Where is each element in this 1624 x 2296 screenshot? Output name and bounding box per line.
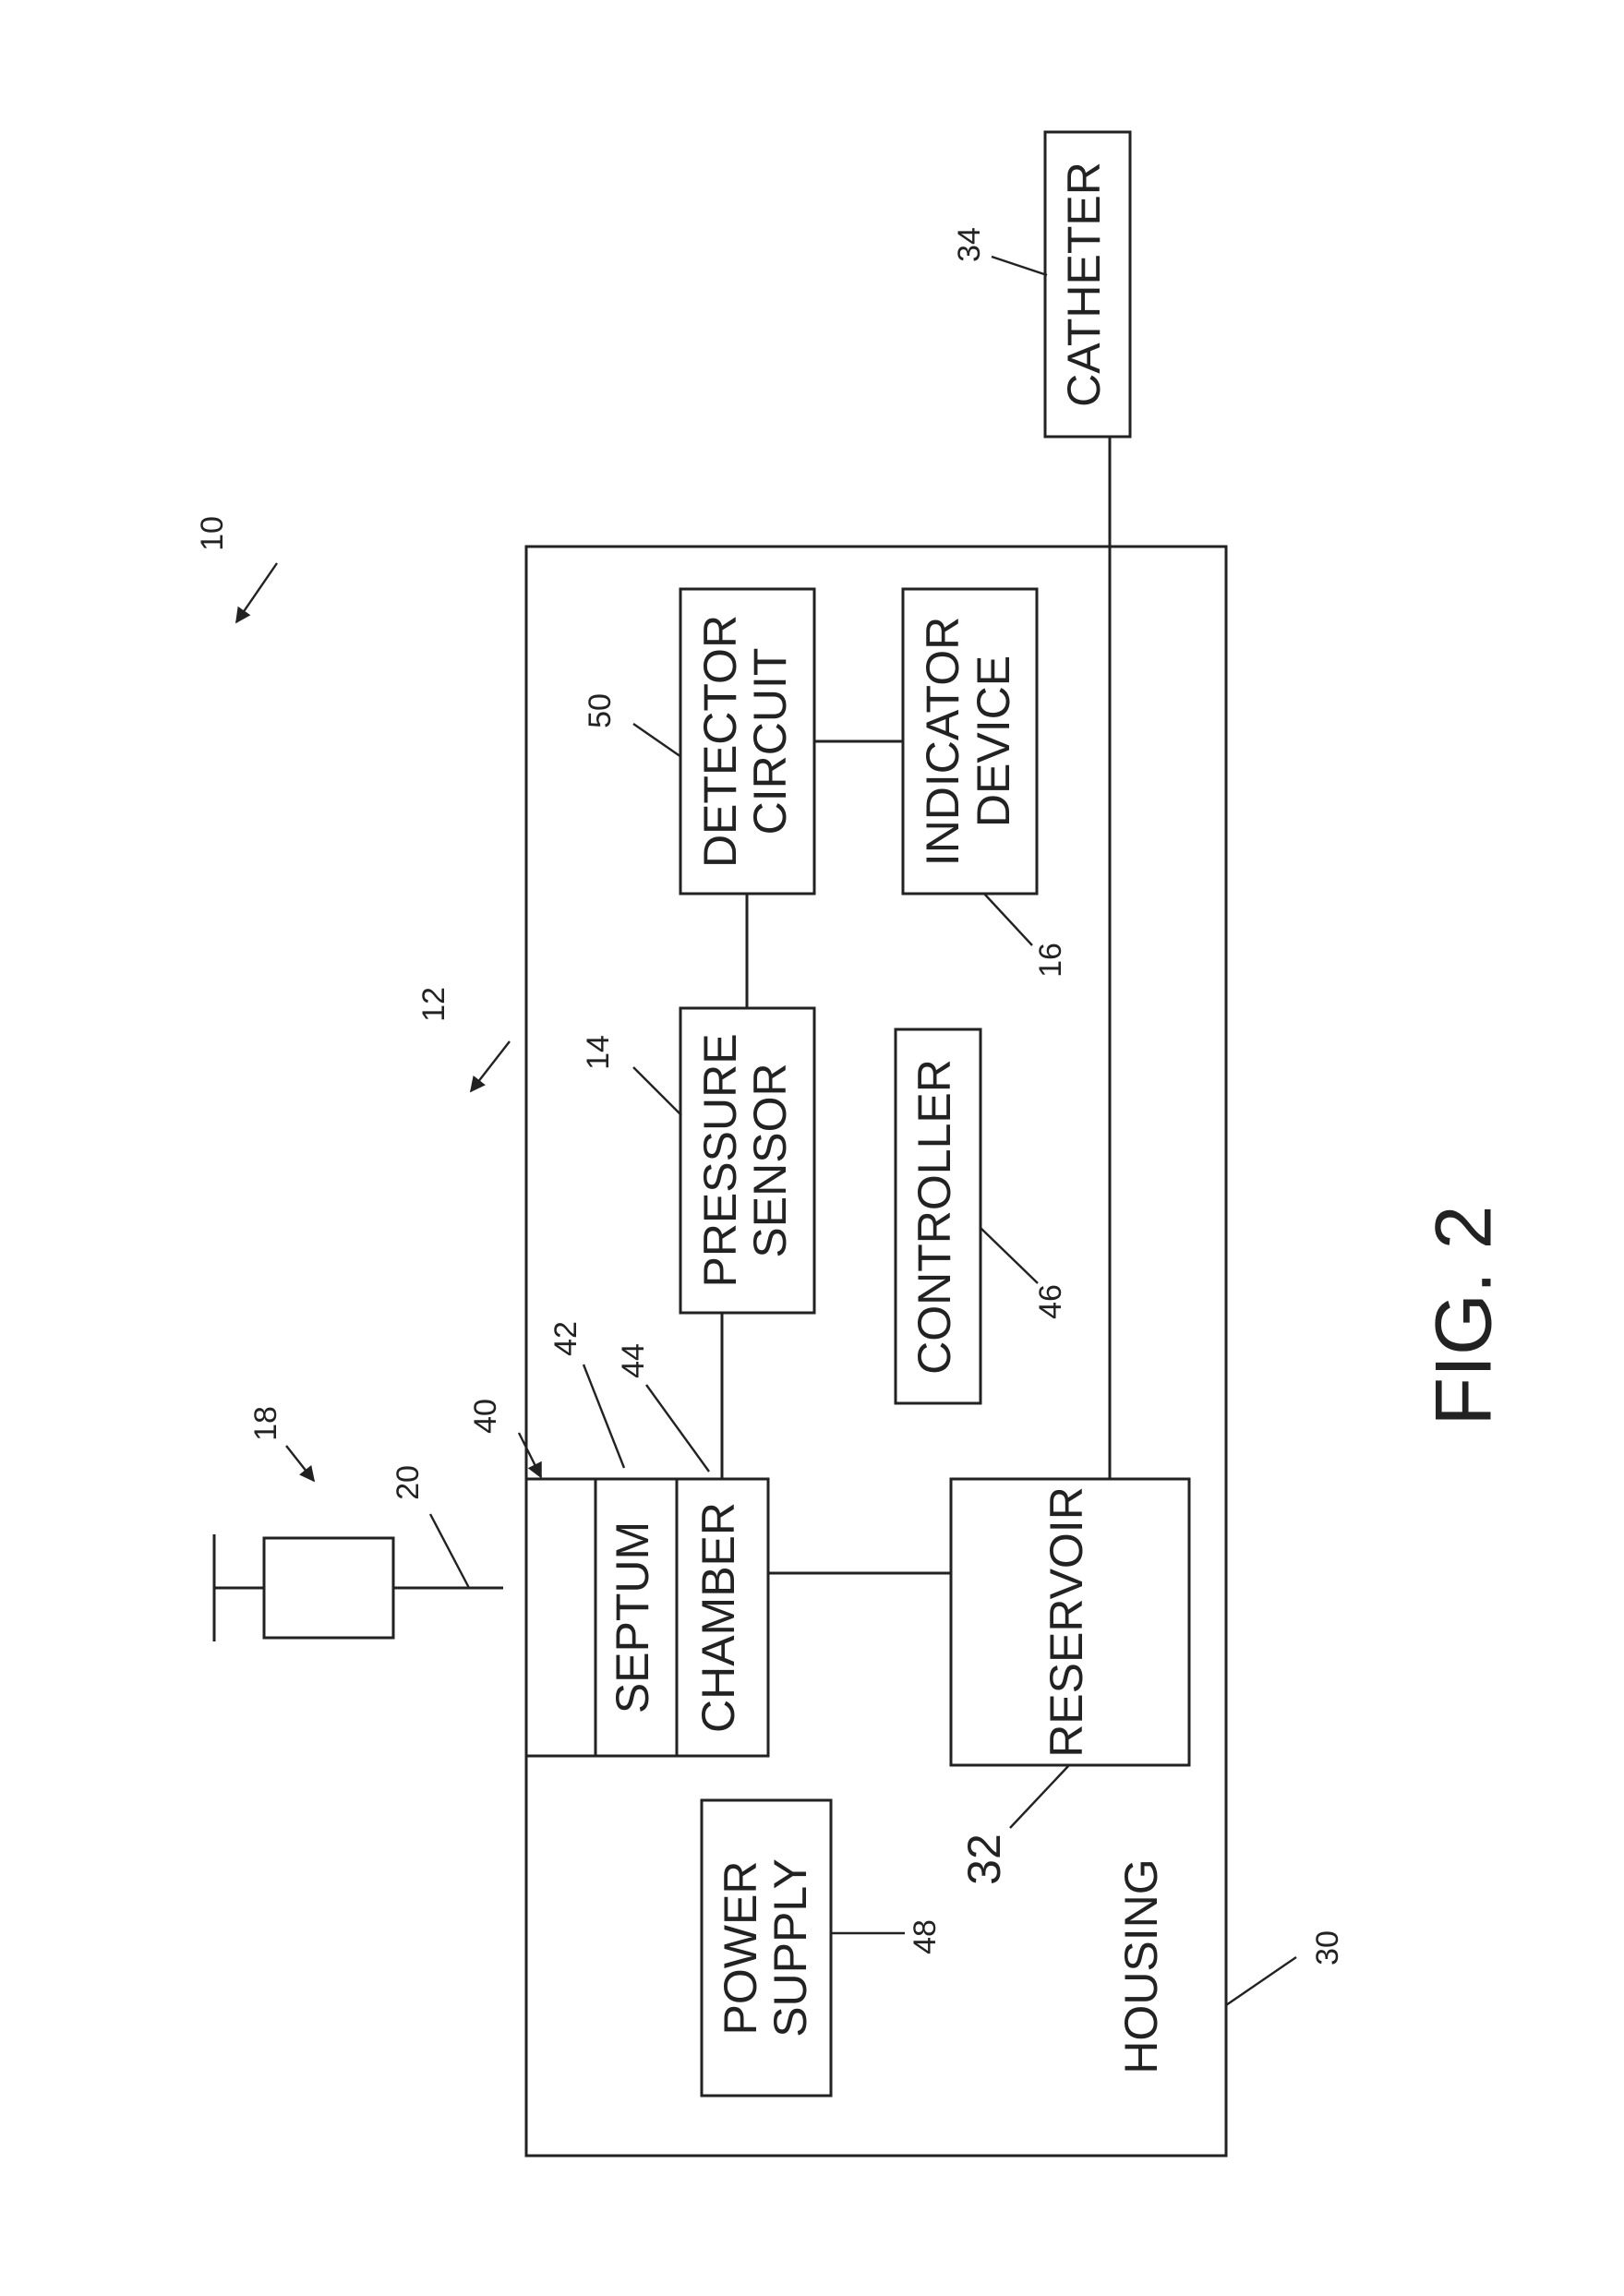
device-ref: 12	[416, 987, 451, 1022]
syringe-barrel	[262, 1536, 395, 1640]
port-ref: 40	[468, 1399, 503, 1434]
reservoir-box	[949, 1477, 1191, 1767]
pressure-sensor-line1: PRESSURE	[694, 1033, 746, 1287]
housing-leader	[1225, 1956, 1297, 2006]
reservoir-leader	[1009, 1764, 1070, 1829]
housing-box	[524, 545, 1228, 2158]
controller-label: CONTROLLER	[908, 1059, 960, 1375]
detector-circuit-ref: 50	[583, 693, 618, 728]
catheter-box	[1043, 130, 1132, 439]
syringe-ref-arrow	[285, 1445, 316, 1483]
system-ref: 10	[195, 516, 230, 551]
needle-leader	[428, 1513, 471, 1589]
chamber-label: CHAMBER	[692, 1502, 744, 1733]
controller-ref: 46	[1033, 1284, 1068, 1319]
syringe-ref: 18	[248, 1406, 283, 1441]
needle-ref: 20	[391, 1465, 426, 1500]
catheter-ref: 34	[952, 227, 987, 262]
housing-label: HOUSING	[1115, 1858, 1167, 2074]
reservoir-label: RESERVOIR	[1041, 1486, 1092, 1758]
indicator-device-leader	[983, 893, 1033, 946]
pressure-sensor-line2: SENSOR	[744, 1063, 796, 1257]
power-supply-box	[700, 1798, 833, 2098]
septum-label: SEPTUM	[607, 1521, 658, 1713]
detector-circuit-line1: DETECTOR	[694, 615, 746, 868]
septum-leader	[582, 1364, 626, 1469]
indicator-device-ref: 16	[1033, 943, 1068, 978]
controller-box	[894, 1028, 982, 1405]
septum-ref: 42	[548, 1321, 583, 1356]
pressure-sensor-ref: 14	[581, 1035, 616, 1070]
port-ref-arrow	[517, 1432, 543, 1479]
catheter-leader	[991, 255, 1048, 277]
reservoir-ref: 32	[958, 1833, 1010, 1885]
housing-ref: 30	[1310, 1930, 1345, 1965]
detector-circuit-line2: CIRCUIT	[744, 648, 796, 835]
indicator-device-line1: INDICATOR	[917, 617, 968, 866]
port-box	[524, 1477, 770, 1758]
device-ref-arrow	[469, 1040, 511, 1093]
catheter-label: CATHETER	[1058, 162, 1110, 407]
figure-caption: FIG. 2	[1420, 1206, 1509, 1426]
indicator-device-line2: DEVICE	[968, 655, 1019, 827]
detector-circuit-leader	[632, 723, 682, 758]
controller-leader	[980, 1227, 1039, 1284]
pressure-sensor-leader	[632, 1066, 682, 1116]
system-ref-arrow	[235, 562, 278, 624]
power-supply-line2: SUPPLY	[764, 1858, 816, 2038]
chamber-ref: 44	[616, 1343, 651, 1378]
chamber-leader	[645, 1384, 710, 1473]
power-supply-ref: 48	[908, 1919, 943, 1954]
power-supply-line1: POWER	[715, 1861, 766, 2036]
